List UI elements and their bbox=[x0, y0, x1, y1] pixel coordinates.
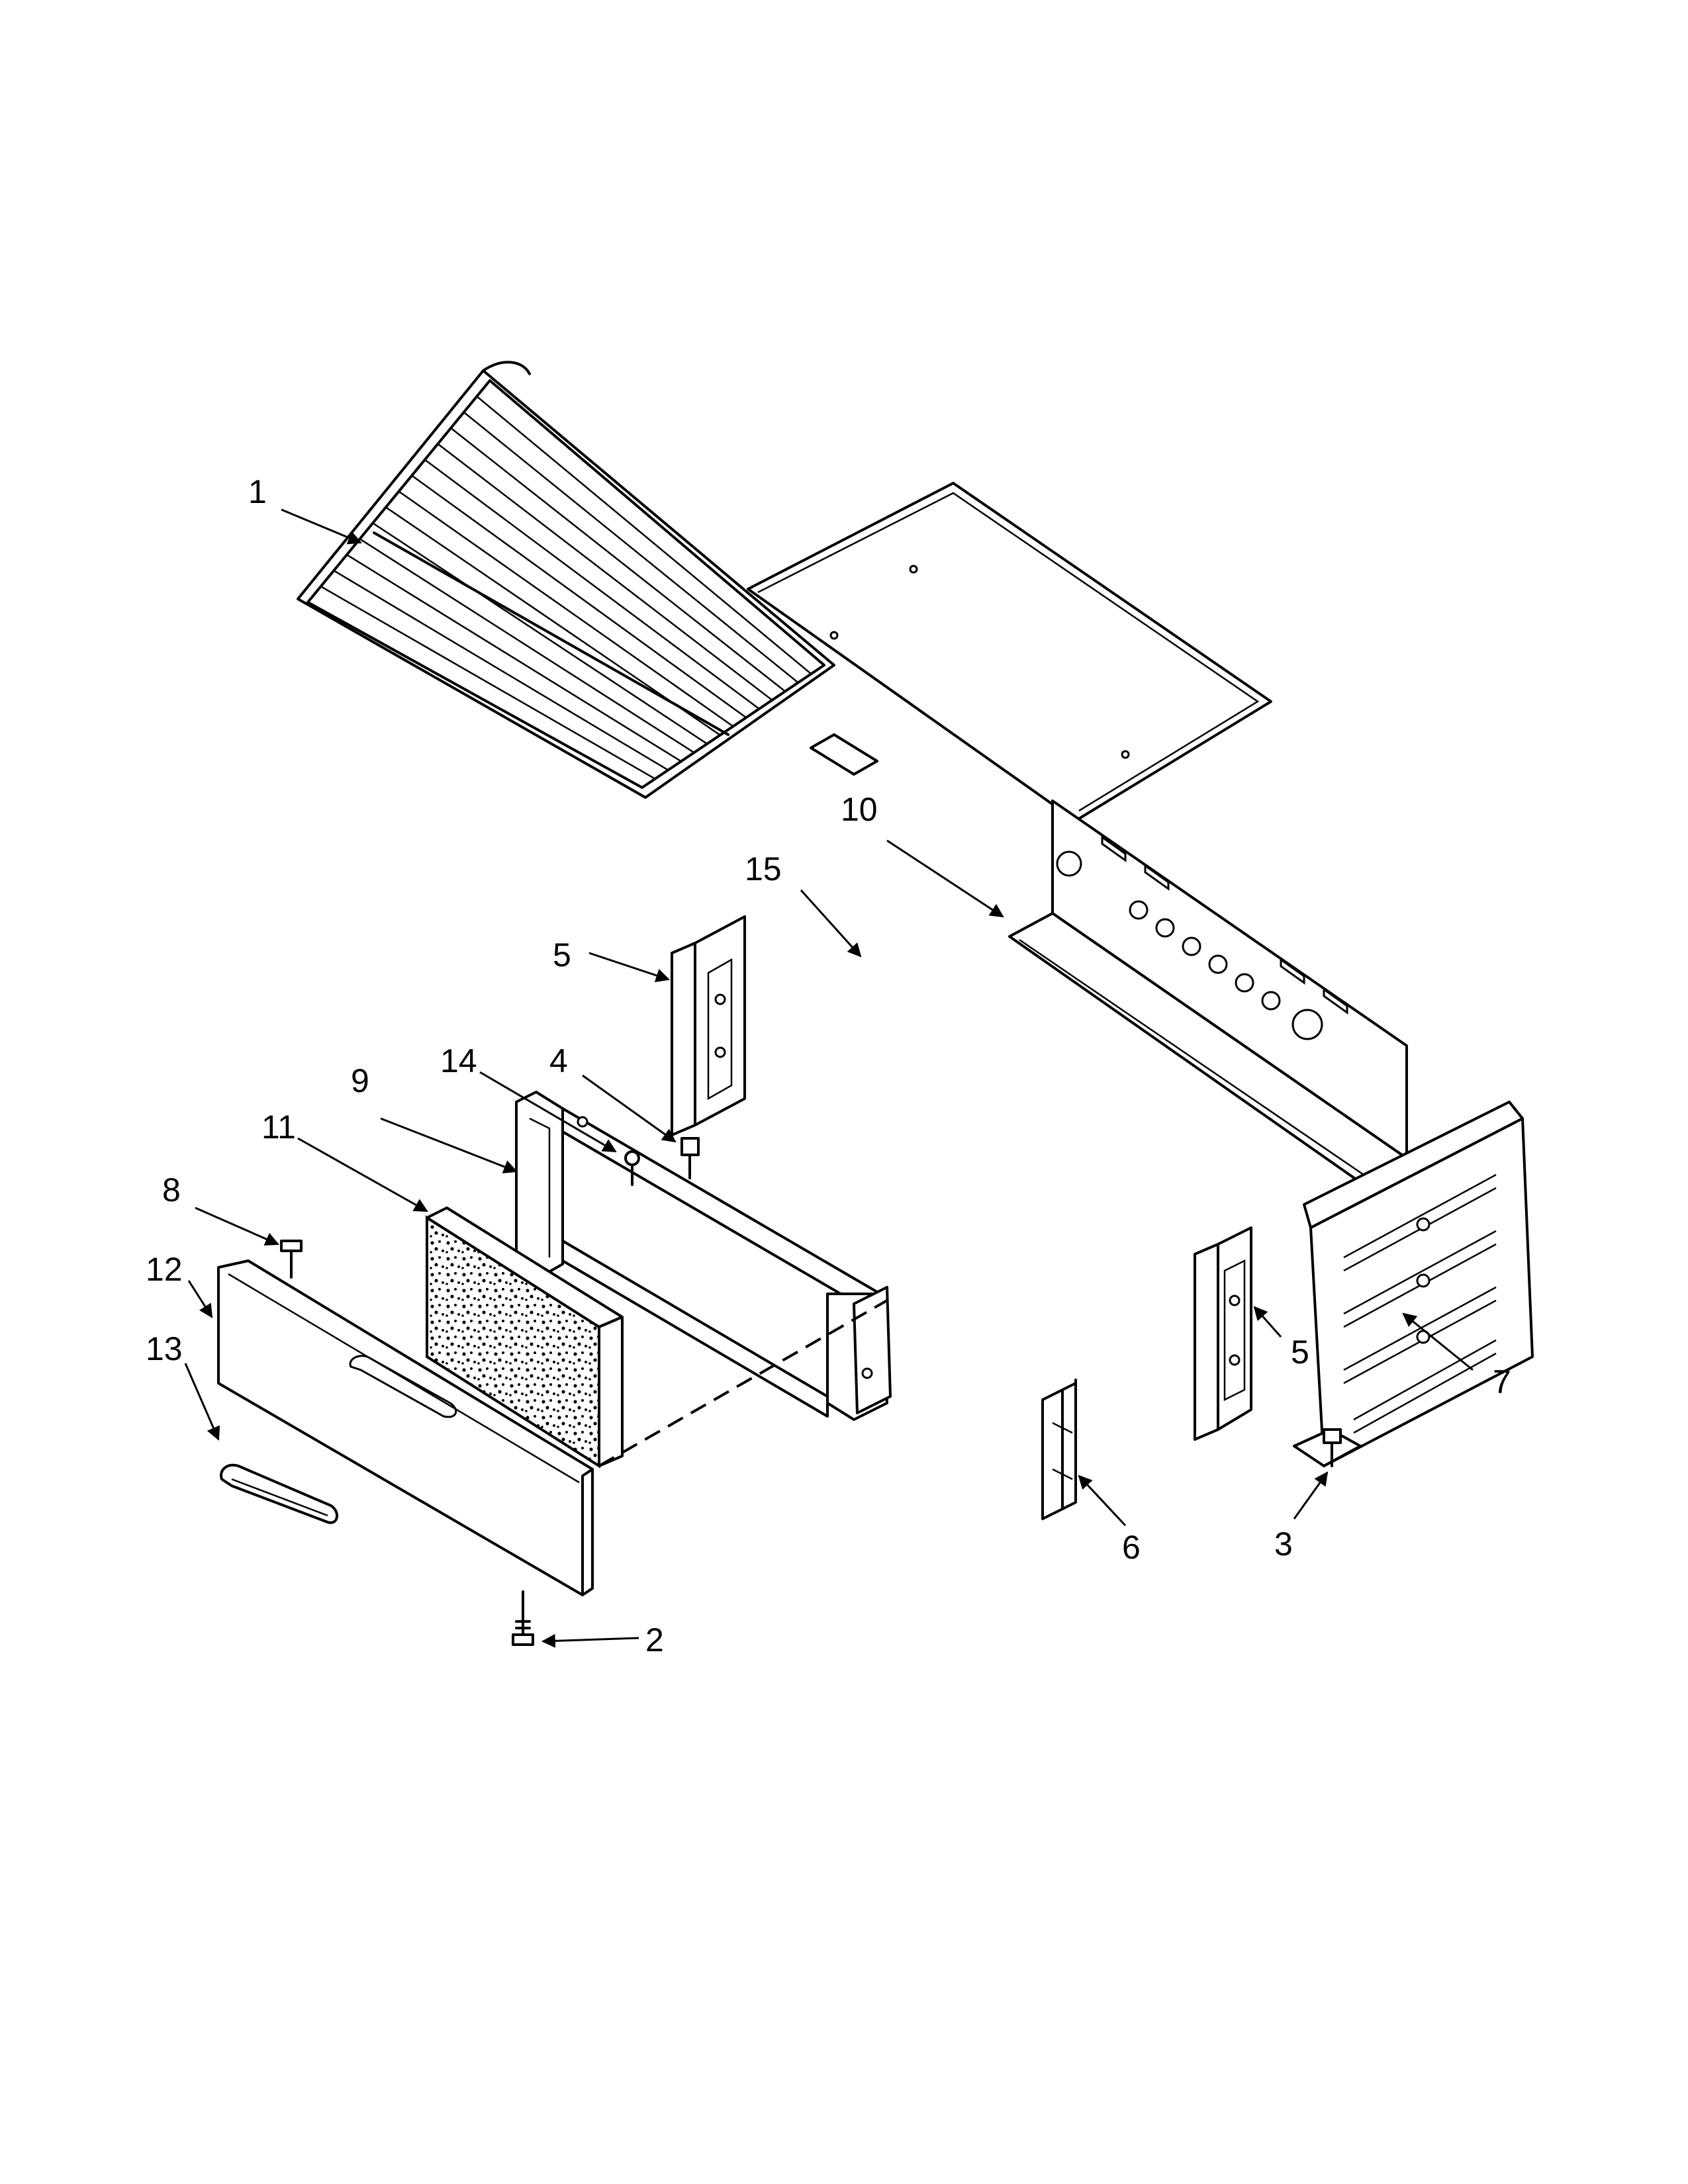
callout-15: 15 bbox=[745, 850, 782, 887]
rack-wire bbox=[463, 411, 799, 684]
leader-arrows bbox=[184, 508, 1474, 1648]
rack-wire bbox=[424, 459, 760, 710]
screw-2 bbox=[512, 1590, 534, 1646]
callout-10: 10 bbox=[841, 791, 878, 828]
callout-3: 3 bbox=[1274, 1525, 1293, 1563]
drawer-front-panel bbox=[217, 1259, 594, 1596]
callout-labels: 1 2 3 4 5 5 6 7 8 9 10 11 12 13 14 15 bbox=[146, 473, 1511, 1659]
assembly-line bbox=[598, 1299, 888, 1467]
rack-wire bbox=[346, 554, 682, 762]
callout-7: 7 bbox=[1493, 1363, 1511, 1400]
callout-12: 12 bbox=[146, 1251, 183, 1288]
callout-14: 14 bbox=[440, 1042, 477, 1079]
screw-4 bbox=[680, 1137, 700, 1179]
drawer-insulation bbox=[426, 1206, 624, 1469]
screw-14 bbox=[624, 1150, 640, 1186]
rack-wire bbox=[476, 395, 812, 675]
drawer-side-support bbox=[1293, 1101, 1534, 1467]
rack-wire bbox=[359, 538, 695, 754]
callout-13: 13 bbox=[146, 1330, 183, 1367]
oven-rack bbox=[297, 361, 835, 799]
callout-5b: 5 bbox=[1291, 1334, 1309, 1371]
callout-11: 11 bbox=[261, 1109, 296, 1146]
callout-9: 9 bbox=[351, 1062, 369, 1099]
bottom-panel bbox=[747, 482, 1272, 822]
rack-wire bbox=[450, 427, 786, 692]
drawer-slide-bracket-right bbox=[1194, 1226, 1252, 1441]
drawer-hinge bbox=[1041, 1379, 1077, 1520]
callout-4: 4 bbox=[549, 1042, 568, 1079]
rack-wire bbox=[372, 522, 708, 745]
callout-5a: 5 bbox=[553, 936, 571, 974]
callout-6: 6 bbox=[1122, 1529, 1141, 1566]
rack-wire bbox=[398, 490, 734, 727]
rack-wire bbox=[411, 475, 747, 719]
callout-2: 2 bbox=[645, 1621, 664, 1659]
callout-8: 8 bbox=[162, 1171, 181, 1208]
drawer-handle bbox=[220, 1463, 338, 1524]
rack-wire bbox=[320, 585, 656, 780]
rear-panel bbox=[1008, 799, 1408, 1186]
rack-wire bbox=[333, 570, 669, 771]
callout-1: 1 bbox=[248, 473, 267, 510]
rack-wire bbox=[437, 443, 773, 701]
drawer-slide-bracket-left bbox=[671, 915, 746, 1136]
screw-8 bbox=[280, 1240, 303, 1279]
screw-3 bbox=[1323, 1428, 1342, 1467]
